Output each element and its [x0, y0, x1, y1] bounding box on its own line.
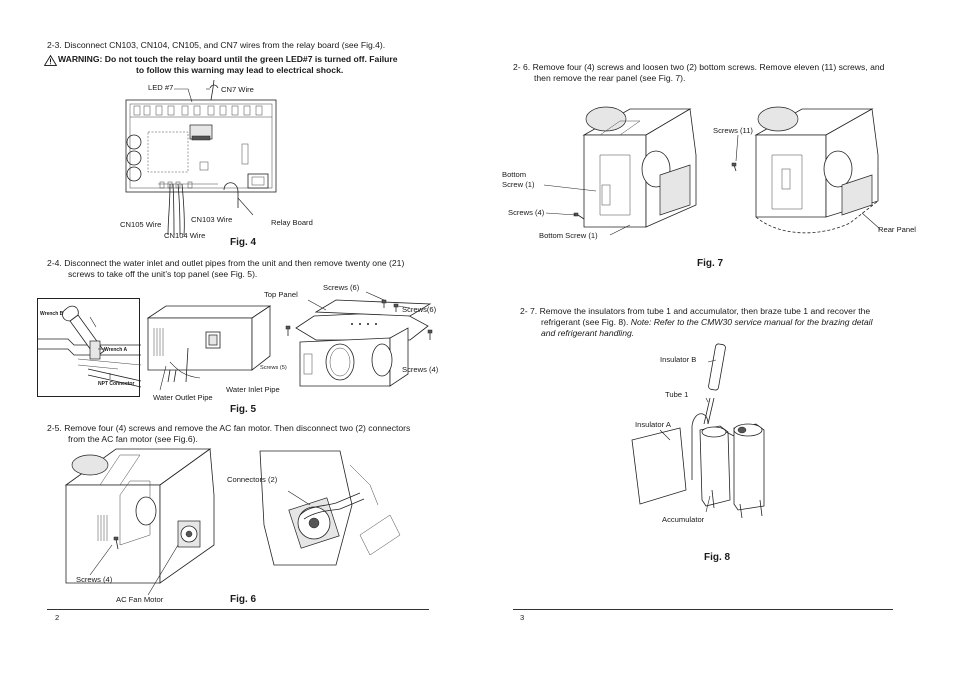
- step-2-7-text: 2- 7. Remove the insulators from tube 1 …: [520, 306, 940, 339]
- step-2-4-line-2: screws to take off the unit’s top panel …: [68, 269, 258, 279]
- warning-line-1: WARNING: Do not touch the relay board un…: [58, 54, 398, 64]
- left-footer-rule: [47, 609, 429, 610]
- fig4-relay-board-figure: LED #7 CN7 Wire CN105 Wire CN103 Wire CN…: [118, 79, 313, 240]
- step-2-4-line-1: 2-4. Disconnect the water inlet and outl…: [47, 258, 405, 268]
- fig8-insulator-a-label: Insulator A: [635, 420, 671, 429]
- left-page-number: 2: [55, 613, 60, 622]
- fig5-screws5-label: Screws (5): [260, 365, 287, 371]
- fig6-figure: Connectors (2) Screws (4) AC Fan Motor: [60, 445, 440, 610]
- step-2-5-text: 2-5. Remove four (4) screws and remove t…: [47, 423, 467, 445]
- fig4-cn7-label: CN7 Wire: [221, 85, 254, 94]
- fig7-rear-panel-label: Rear Panel: [878, 225, 916, 234]
- fig5-wrench-inset: Wrench B Wrench A NPT Connector: [37, 298, 142, 397]
- fig5-inlet-label: Water Inlet Pipe: [226, 385, 280, 394]
- right-page-number: 3: [520, 613, 525, 622]
- fig7-bottom-screw-label: Bottom Screw (1): [539, 231, 598, 240]
- fig6-motor-label: AC Fan Motor: [116, 595, 164, 604]
- right-footer-rule: [513, 609, 893, 610]
- fig5-unit-figure: Top Panel Screws (6) Screws(6) Screws (5…: [140, 282, 450, 407]
- fig4-relay-label: Relay Board: [271, 218, 313, 227]
- fig8-caption: Fig. 8: [704, 552, 731, 563]
- step-2-6-text: 2- 6. Remove four (4) screws and loosen …: [513, 62, 933, 84]
- step-2-7-line-1: 2- 7. Remove the insulators from tube 1 …: [520, 306, 871, 316]
- fig5-top-panel-label: Top Panel: [264, 290, 298, 299]
- warning-line-2: to follow this warning may lead to elect…: [136, 65, 344, 75]
- fig6-caption: Fig. 6: [230, 594, 257, 605]
- fig4-cn103-label: CN103 Wire: [191, 215, 233, 224]
- fig8-tube1-label: Tube 1: [665, 390, 689, 399]
- fig7-bottom-label-2: Screw (1): [502, 180, 535, 189]
- fig5-wrench-a-label: Wrench A: [104, 347, 128, 353]
- step-2-6-line-2: then remove the rear panel (see Fig. 7).: [534, 73, 686, 83]
- step-2-5-line-2: from the AC fan motor (see Fig.6).: [68, 434, 198, 444]
- step-2-5-line-1: 2-5. Remove four (4) screws and remove t…: [47, 423, 411, 433]
- step-2-7-line-2-note: Note: Refer to the CMW30 service manual …: [630, 317, 873, 327]
- fig8-accumulator-label: Accumulator: [662, 515, 705, 524]
- fig8-insulator-b-label: Insulator B: [660, 355, 697, 364]
- step-2-7-line-2-plain: refrigerant (see Fig. 8).: [541, 317, 631, 327]
- fig5-screws6b-label: Screws(6): [402, 305, 437, 314]
- fig5-wrench-b-label: Wrench B: [40, 311, 64, 317]
- step-2-6-line-1: 2- 6. Remove four (4) screws and loosen …: [513, 62, 885, 72]
- fig7-bottom-label-1: Bottom: [502, 170, 527, 179]
- fig4-cn104-label: CN104 Wire: [164, 231, 206, 240]
- step-2-3-text: 2-3. Disconnect CN103, CN104, CN105, and…: [47, 40, 386, 50]
- fig7-screws4-label: Screws (4): [508, 208, 545, 217]
- fig5-outlet-label: Water Outlet Pipe: [153, 393, 213, 402]
- step-2-4-text: 2-4. Disconnect the water inlet and outl…: [47, 258, 467, 280]
- fig7-figure: Bottom Screw (1) Screws (4) Bottom Screw…: [500, 105, 930, 255]
- fig7-caption: Fig. 7: [697, 258, 724, 269]
- fig6-screws-label: Screws (4): [76, 575, 113, 584]
- fig5-screws4-label: Screws (4): [402, 365, 439, 374]
- fig4-cn105-label: CN105 Wire: [120, 220, 162, 229]
- step-2-7-line-3-note: and refrigerant handling.: [541, 328, 635, 338]
- fig5-screws6a-label: Screws (6): [323, 283, 360, 292]
- fig4-led-label: LED #7: [148, 83, 174, 92]
- warning-triangle-icon: [43, 53, 58, 71]
- fig6-connectors-label: Connectors (2): [227, 475, 278, 484]
- fig8-figure: Insulator B Tube 1 Insulator A Accumulat…: [630, 340, 780, 530]
- fig5-caption: Fig. 5: [230, 404, 257, 415]
- fig5-npt-label: NPT Connector: [98, 381, 135, 387]
- fig4-caption: Fig. 4: [230, 237, 257, 248]
- fig7-screws11-label: Screws (11): [713, 126, 753, 135]
